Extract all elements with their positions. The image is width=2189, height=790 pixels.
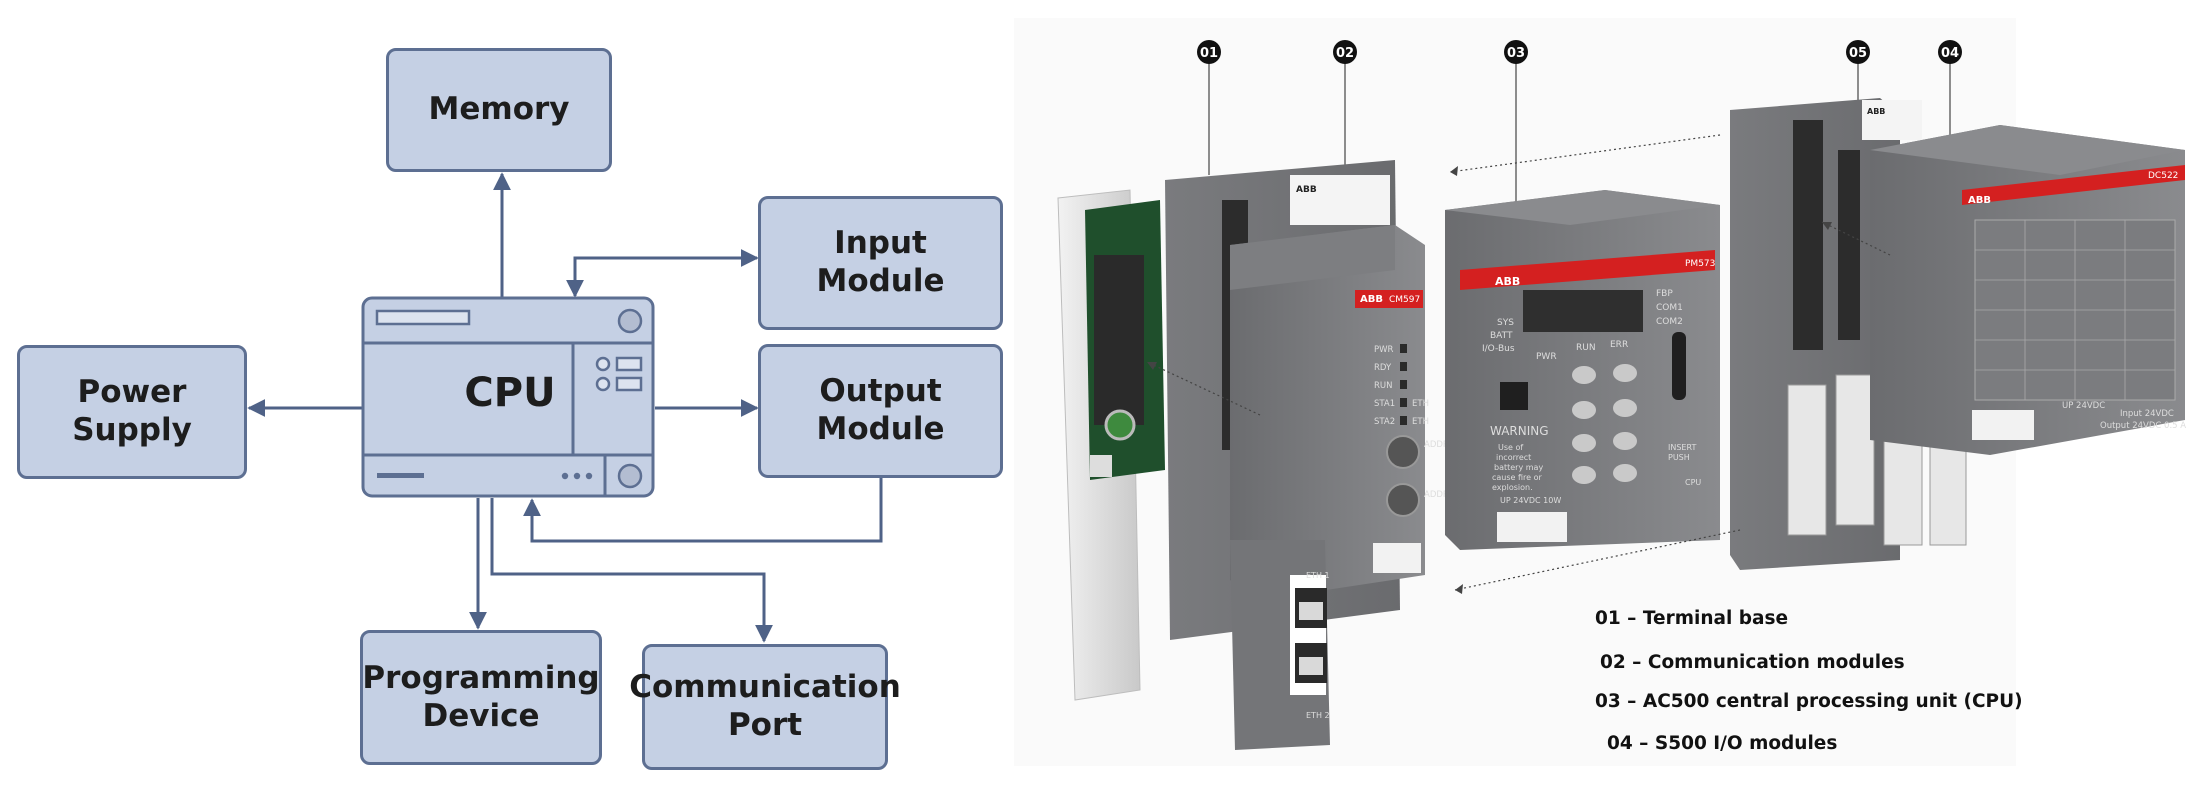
legend-item-io-modules: 04 – S500 I/O modules bbox=[1607, 733, 1838, 754]
cm-led-4: STA2 bbox=[1374, 417, 1395, 427]
cpu-label: CPU bbox=[464, 370, 556, 416]
cpu-led-fbp: FBP bbox=[1656, 289, 1673, 299]
arrow-cpu-comm bbox=[490, 498, 773, 643]
badge-03: 03 bbox=[1504, 40, 1528, 64]
programming-device-box: Programming Device bbox=[360, 630, 602, 765]
cpu-warning-0: Use of bbox=[1498, 443, 1523, 452]
arrow-output-cpu bbox=[523, 478, 883, 543]
cm-led-0: PWR bbox=[1374, 345, 1394, 355]
cpu-tag: CPU bbox=[1685, 478, 1701, 487]
legend-item-terminal-base: 01 – Terminal base bbox=[1595, 608, 1789, 629]
cpu-warning-2: battery may bbox=[1494, 463, 1543, 472]
cpu-led-iobus: I/O-Bus bbox=[1482, 344, 1515, 354]
io-bottom-rating: UP 24VDC bbox=[2062, 401, 2105, 411]
cpu-push: PUSH bbox=[1668, 453, 1690, 462]
cpu-brand: ABB bbox=[1495, 275, 1520, 288]
assembly-arrow-left bbox=[1146, 361, 1261, 416]
svg-text:04: 04 bbox=[1941, 46, 1959, 61]
cm-eth-0: ETH bbox=[1412, 399, 1429, 409]
diagram-connectors bbox=[247, 172, 883, 643]
cpu-device bbox=[361, 296, 655, 498]
io-module: ABB ABB DC522 UP 24VDC bbox=[1730, 98, 2186, 570]
svg-text:05: 05 bbox=[1849, 46, 1867, 61]
input-module-box: Input Module bbox=[758, 196, 1003, 330]
cm-led-3: STA1 bbox=[1374, 399, 1395, 409]
cpu-module: ABB PM573 SYS BATT I/O-Bus FBP COM1 COM2… bbox=[1445, 190, 1720, 550]
cm-model: CM597 bbox=[1389, 295, 1420, 305]
cpu-led-com2: COM2 bbox=[1656, 317, 1683, 327]
cm-brand: ABB bbox=[1360, 294, 1383, 305]
cpu-led-com1: COM1 bbox=[1656, 303, 1683, 313]
communication-port-box: Communication Port bbox=[629, 644, 901, 770]
legend-item-cpu: 03 – AC500 central processing unit (CPU) bbox=[1595, 691, 2023, 712]
cpu-led-sys: SYS bbox=[1497, 318, 1514, 328]
cpu-warning-3: cause fire or bbox=[1492, 473, 1543, 482]
cpu-pwr: PWR bbox=[1536, 352, 1557, 362]
cpu-led-batt: BATT bbox=[1490, 331, 1513, 341]
svg-text:02: 02 bbox=[1336, 46, 1354, 61]
svg-text:01: 01 bbox=[1200, 46, 1218, 61]
power-supply-box: Power Supply bbox=[17, 345, 247, 479]
io-terminal-brand: ABB bbox=[1867, 107, 1885, 116]
cpu-warning-title: WARNING bbox=[1490, 424, 1549, 438]
badge-05: 05 bbox=[1846, 40, 1870, 64]
io-output-rating: Output 24VDC 0.5 A bbox=[2100, 421, 2186, 431]
plc-hardware-illustration: ABB ABB CM597 PWR RDY RUN STA1 STA2 ETH … bbox=[1010, 0, 2189, 790]
memory-box: Memory bbox=[386, 48, 612, 172]
cpu-bottom-rating: UP 24VDC 10W bbox=[1500, 496, 1561, 505]
svg-text:03: 03 bbox=[1507, 46, 1525, 61]
assembly-arrow-top bbox=[1449, 134, 1721, 173]
io-model: DC522 bbox=[2148, 171, 2178, 181]
badge-01: 01 bbox=[1197, 40, 1221, 64]
tb-brand: ABB bbox=[1296, 185, 1317, 195]
arrow-cpu-input bbox=[566, 249, 759, 298]
cm-led-1: RDY bbox=[1374, 363, 1392, 373]
cm-port-bottom: ETH 2 bbox=[1306, 711, 1330, 720]
legend-item-communication-modules: 02 – Communication modules bbox=[1600, 652, 1905, 673]
cpu-insert: INSERT bbox=[1668, 443, 1696, 452]
io-brand: ABB bbox=[1968, 195, 1991, 206]
cm-led-2: RUN bbox=[1374, 381, 1393, 391]
cpu-err: ERR bbox=[1610, 340, 1628, 350]
communication-module: ABB CM597 PWR RDY RUN STA1 STA2 ETH ETH … bbox=[1230, 225, 1474, 750]
cpu-run: RUN bbox=[1576, 343, 1596, 353]
badge-04: 04 bbox=[1938, 40, 1962, 64]
cpu-model: PM573 bbox=[1685, 259, 1715, 269]
cpu-warning-4: explosion. bbox=[1492, 483, 1533, 492]
assembly-arrow-bottom bbox=[1454, 529, 1741, 591]
io-input-rating: Input 24VDC bbox=[2120, 409, 2174, 419]
cpu-warning-1: incorrect bbox=[1496, 453, 1531, 462]
badge-02: 02 bbox=[1333, 40, 1357, 64]
cm-eth-1: ETH bbox=[1412, 417, 1429, 427]
cm-port-top: ETH 1 bbox=[1306, 571, 1330, 580]
output-module-box: Output Module bbox=[758, 344, 1003, 478]
